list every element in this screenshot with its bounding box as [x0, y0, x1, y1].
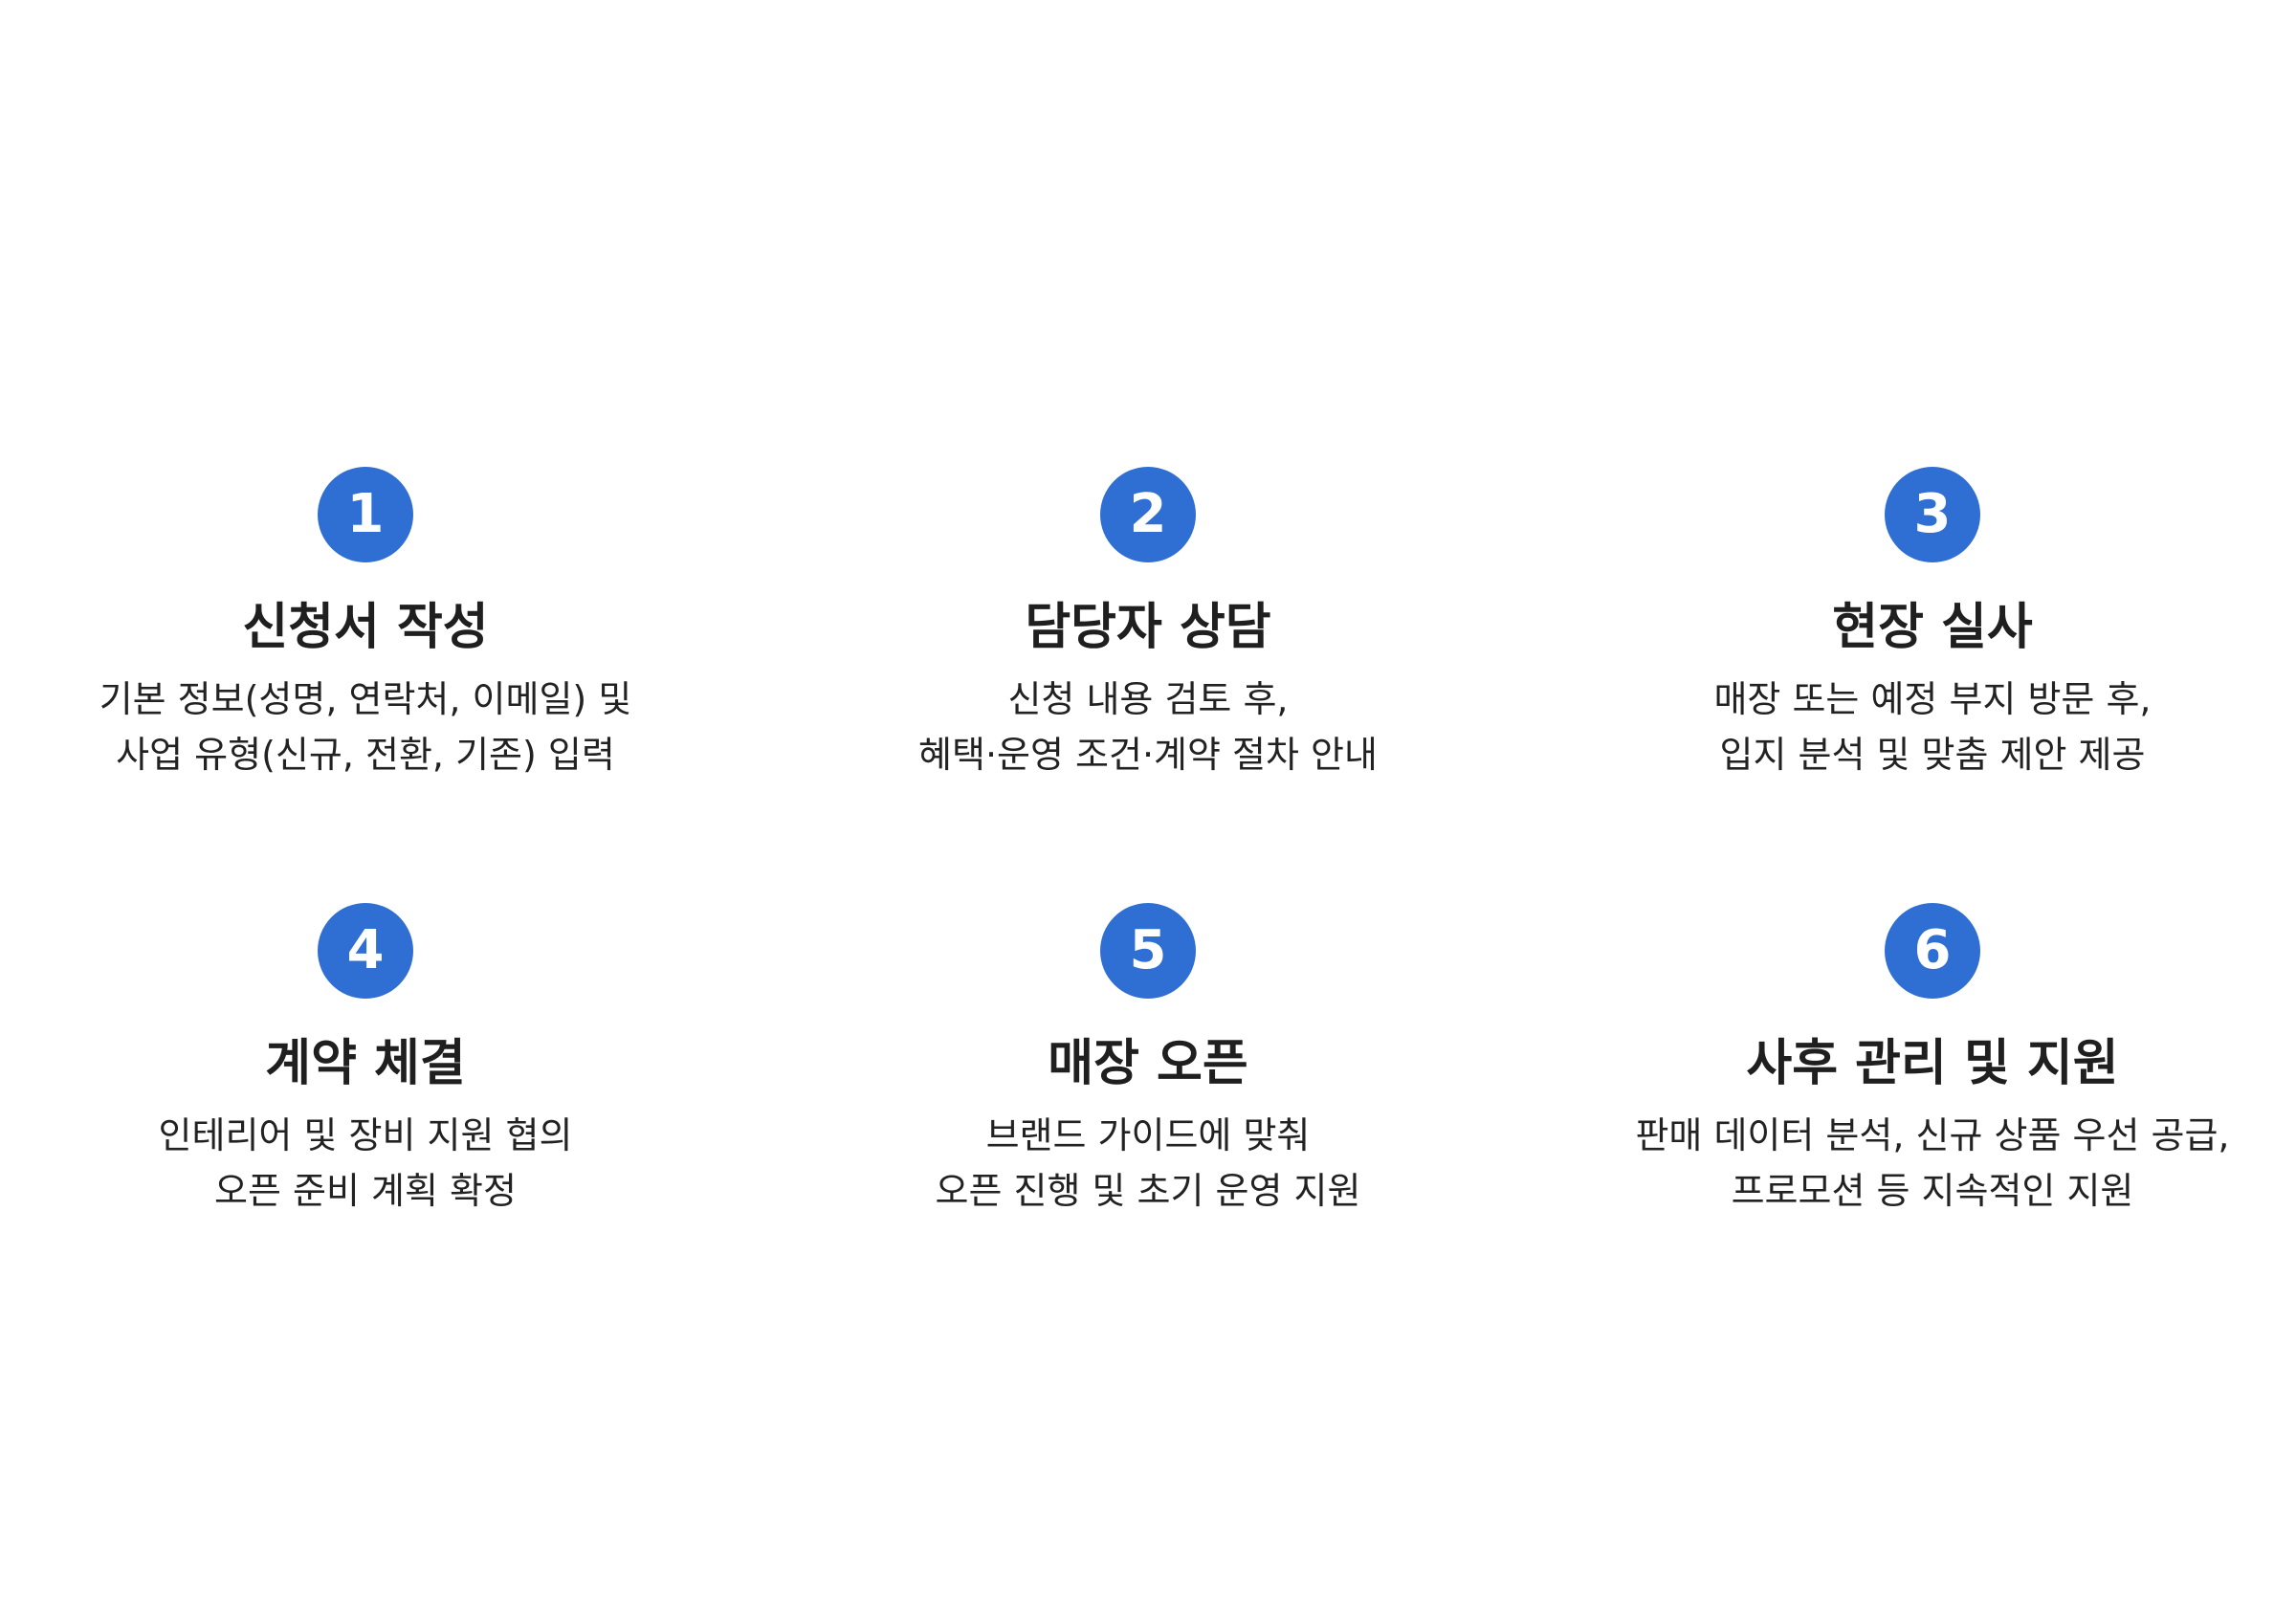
step-number-badge: 6: [1885, 903, 1980, 999]
step-description-line: 오픈 진행 및 초기 운영 지원: [935, 1170, 1361, 1212]
step-3: 3 현장 실사 매장 또는 예정 부지 방문 후, 입지 분석 및 맞춤 제안 …: [1588, 467, 2277, 869]
step-description-line: 사업 유형(신규, 전환, 기존) 입력: [116, 734, 615, 776]
step-description-line: 판매 데이터 분석, 신규 상품 우선 공급,: [1635, 1114, 2230, 1156]
step-number-badge: 1: [318, 467, 413, 562]
step-2: 2 담당자 상담 신청 내용 검토 후, 혜택·운영 조건·계약 절차 안내: [804, 467, 1492, 869]
step-number-badge: 2: [1100, 467, 1196, 562]
step-description-line: 브랜드 가이드에 맞춰: [985, 1114, 1311, 1156]
step-description-line: 혜택·운영 조건·계약 절차 안내: [918, 734, 1378, 776]
step-4: 4 계약 체결 인테리어 및 장비 지원 협의 오픈 준비 계획 확정: [21, 903, 710, 1305]
step-title: 사후 관리 및 지원: [1746, 1035, 2119, 1092]
step-title: 현장 실사: [1832, 599, 2033, 656]
step-5: 5 매장 오픈 브랜드 가이드에 맞춰 오픈 진행 및 초기 운영 지원: [804, 903, 1492, 1305]
step-description-line: 인테리어 및 장비 지원 협의: [158, 1114, 573, 1156]
step-description-line: 기본 정보(성명, 연락처, 이메일) 및: [99, 678, 632, 720]
step-title: 신청서 작성: [242, 599, 489, 656]
step-title: 매장 오픈: [1048, 1035, 1248, 1092]
step-number-badge: 5: [1100, 903, 1196, 999]
step-description-line: 매장 또는 예정 부지 방문 후,: [1713, 678, 2152, 720]
step-1: 1 신청서 작성 기본 정보(성명, 연락처, 이메일) 및 사업 유형(신규,…: [21, 467, 710, 869]
step-description-line: 프로모션 등 지속적인 지원: [1731, 1170, 2134, 1212]
step-6: 6 사후 관리 및 지원 판매 데이터 분석, 신규 상품 우선 공급, 프로모…: [1588, 903, 2277, 1305]
step-number-badge: 3: [1885, 467, 1980, 562]
step-number-badge: 4: [318, 903, 413, 999]
step-description-line: 신청 내용 검토 후,: [1007, 678, 1289, 720]
step-description-line: 오픈 준비 계획 확정: [214, 1170, 517, 1212]
step-title: 담당자 상담: [1025, 599, 1271, 656]
step-description-line: 입지 분석 및 맞춤 제안 제공: [1719, 734, 2146, 776]
step-title: 계약 체결: [265, 1035, 466, 1092]
